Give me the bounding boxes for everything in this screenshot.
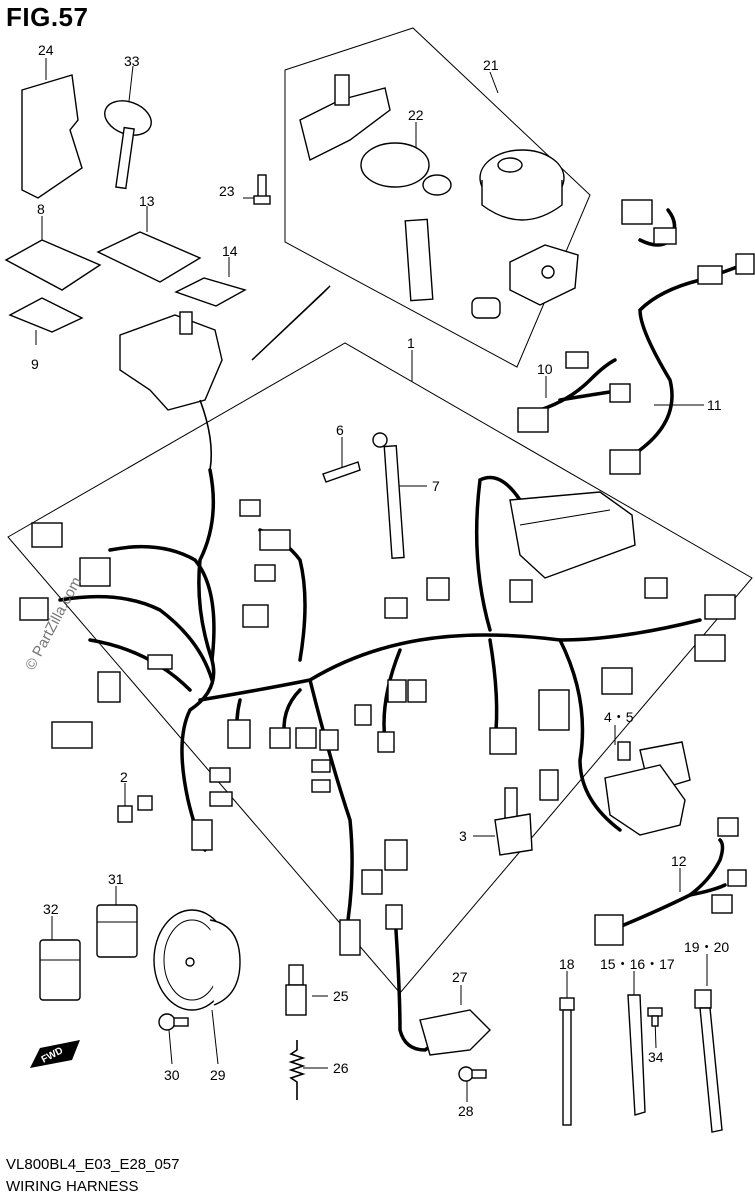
part-7-cable-tie xyxy=(372,432,405,560)
part-25-switch xyxy=(285,964,307,1016)
callout-28: 28 xyxy=(458,1103,474,1119)
part-24-plate xyxy=(21,74,83,199)
callout-27: 27 xyxy=(452,969,468,985)
part-18-cable-tie xyxy=(559,997,575,1126)
callout-14: 14 xyxy=(222,243,238,259)
fwd-marker-arrow xyxy=(30,1040,80,1068)
callout-8: 8 xyxy=(37,201,45,217)
direction-arrow xyxy=(251,285,331,361)
callout-9: 9 xyxy=(31,356,39,372)
callout-13: 13 xyxy=(139,193,155,209)
part-30-bolt xyxy=(158,1013,189,1031)
callout-1: 1 xyxy=(407,335,415,351)
part-4-5-fuse-relay xyxy=(604,741,691,836)
leader-lines xyxy=(35,58,708,1102)
steering-lock xyxy=(119,311,223,411)
callout-2: 2 xyxy=(120,769,128,785)
callout-4-5: 4・5 xyxy=(604,709,634,725)
callout-3: 3 xyxy=(459,828,467,844)
harness-outline-box xyxy=(7,342,753,994)
part-9-sheet xyxy=(8,297,84,333)
callout-30: 30 xyxy=(164,1067,180,1083)
callout-31: 31 xyxy=(108,871,124,887)
part-15-16-17-clamp xyxy=(627,994,646,1116)
callout-32: 32 xyxy=(43,901,59,917)
callout-19-20: 19・20 xyxy=(684,939,730,955)
part-19-20-clamp xyxy=(694,989,723,1133)
part-2-connector xyxy=(117,805,133,823)
part-6-clip xyxy=(322,461,361,483)
part-13-sheet xyxy=(96,231,202,283)
part-33-key xyxy=(104,100,152,190)
part-32-relay xyxy=(39,939,81,1001)
part-23-screw xyxy=(253,174,271,205)
callout-34: 34 xyxy=(648,1049,664,1065)
callout-10: 10 xyxy=(537,361,553,377)
part-28-bolt xyxy=(458,1066,487,1082)
model-code-label: VL800BL4_E03_E28_057 xyxy=(6,1156,180,1173)
callout-24: 24 xyxy=(38,42,54,58)
callout-26: 26 xyxy=(333,1060,349,1076)
figure-title: FIG.57 xyxy=(6,2,89,32)
callout-11: 11 xyxy=(707,397,722,413)
part-21-ignition-switch-set xyxy=(299,74,579,319)
figure-name-label: WIRING HARNESS xyxy=(6,1178,139,1195)
part-10-sub-harness xyxy=(517,351,631,433)
part-34-screw xyxy=(647,1007,663,1027)
callout-6: 6 xyxy=(336,422,344,438)
part-14-sheet xyxy=(174,277,247,307)
part-3-sensor xyxy=(494,787,533,856)
part-27-switch xyxy=(385,904,491,1056)
callout-21: 21 xyxy=(483,57,499,73)
callout-29: 29 xyxy=(210,1067,226,1083)
callout-12: 12 xyxy=(671,853,687,869)
callout-22: 22 xyxy=(408,107,424,123)
callout-25: 25 xyxy=(333,988,349,1004)
part-11-sub-harness xyxy=(609,199,755,475)
part-29-horn xyxy=(153,909,241,1011)
callout-18: 18 xyxy=(559,956,575,972)
ecm-unit xyxy=(509,491,636,579)
wiring-harness-main xyxy=(58,468,702,922)
callout-15-16-17: 15・16・17 xyxy=(600,956,675,972)
part-8-sheet xyxy=(4,239,102,291)
part-26-spring xyxy=(288,1040,306,1100)
callout-33: 33 xyxy=(124,53,140,69)
callout-23: 23 xyxy=(219,183,235,199)
callout-7: 7 xyxy=(432,478,440,494)
part-12-sub-harness xyxy=(594,817,747,946)
part-31-relay xyxy=(96,904,138,958)
harness-connectors xyxy=(19,499,736,956)
